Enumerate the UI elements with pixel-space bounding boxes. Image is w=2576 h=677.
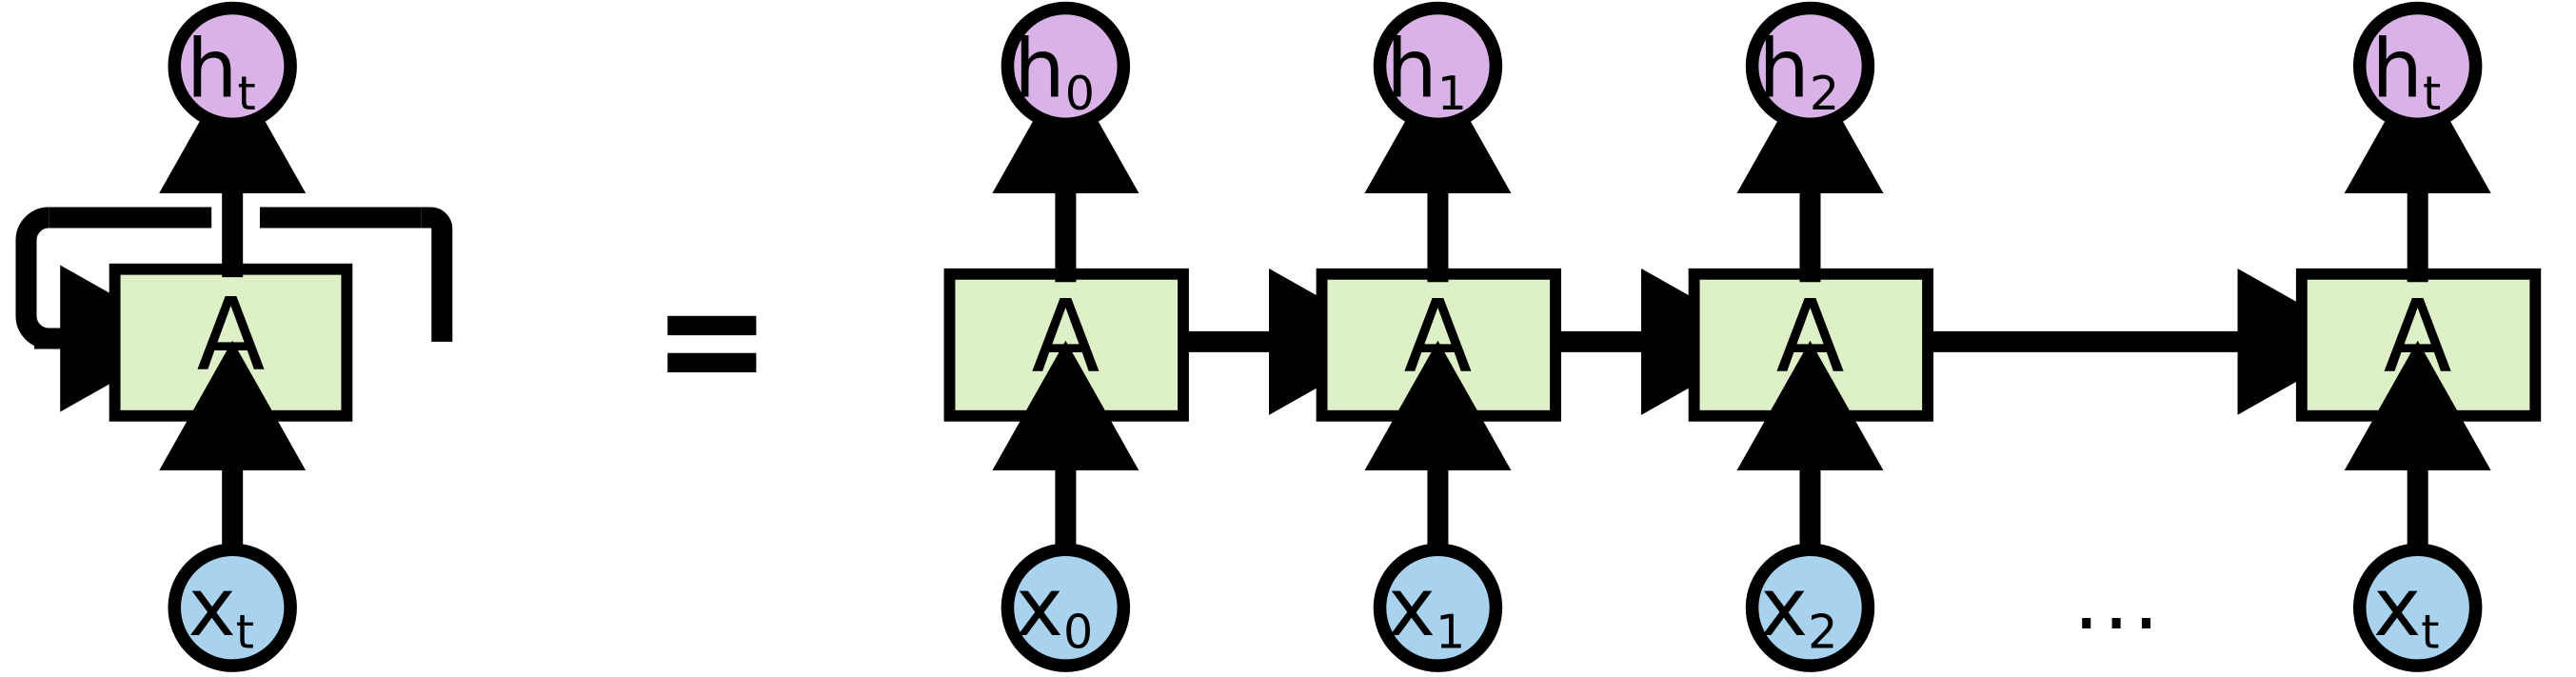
hidden-label-1: h (1386, 22, 1437, 116)
svg-text:xt: xt (2373, 560, 2439, 660)
cell-label-0: A (1031, 278, 1100, 394)
hidden-sub-2: 2 (1810, 66, 1839, 121)
input-sub-2: 2 (1808, 605, 1837, 660)
unrolled-step-t: A ht xt (2295, 1, 2542, 672)
hidden-state-node-2: h2 (1745, 1, 1875, 131)
sequence-ellipsis: ... (2073, 550, 2163, 648)
input-label-2: x (1760, 560, 1808, 654)
svg-text:h0: h0 (1014, 22, 1095, 122)
folded-input-label: x (188, 560, 236, 654)
unrolled-step-1: A h1 x1 (1316, 1, 1772, 672)
self-loop-path (15, 207, 453, 412)
svg-text:x0: x0 (1016, 560, 1093, 660)
svg-text:ht: ht (2371, 22, 2441, 122)
hidden-sub-1: 1 (1437, 66, 1467, 121)
hidden-state-node-1: h1 (1373, 1, 1503, 131)
svg-text:h1: h1 (1386, 22, 1467, 122)
folded-rnn-group: A ht xt (15, 1, 453, 672)
input-label-t: x (2373, 560, 2421, 654)
folded-hidden-state-node: ht (168, 1, 297, 131)
input-sub-0: 0 (1063, 605, 1093, 660)
folded-cell-label: A (197, 277, 266, 393)
hidden-label-2: h (1758, 22, 1810, 116)
svg-text:x2: x2 (1760, 560, 1837, 660)
folded-input-sub: t (236, 605, 254, 660)
svg-text:xt: xt (188, 560, 254, 660)
hidden-sub-0: 0 (1065, 66, 1095, 121)
input-label-1: x (1388, 560, 1436, 654)
cell-label-t: A (2384, 278, 2452, 394)
hidden-label-t: h (2371, 22, 2423, 116)
input-node-0: x0 (1001, 543, 1131, 672)
hidden-state-node-0: h0 (1001, 1, 1131, 131)
input-label-0: x (1016, 560, 1063, 654)
equals-sign (667, 315, 757, 373)
folded-hidden-sub: t (238, 66, 256, 121)
hidden-state-node-t: ht (2352, 1, 2483, 131)
hidden-sub-t: t (2423, 66, 2441, 121)
cell-label-1: A (1404, 278, 1473, 394)
input-node-t: xt (2352, 543, 2483, 672)
input-node-2: x2 (1745, 543, 1875, 672)
svg-text:ht: ht (187, 22, 256, 122)
unrolled-step-2: A h2 x2 (1688, 1, 2368, 672)
unrolled-step-0: A h0 x0 (943, 1, 1399, 672)
input-node-1: x1 (1373, 543, 1503, 672)
folded-hidden-label: h (187, 22, 238, 116)
folded-input-node: xt (168, 543, 297, 672)
hidden-label-0: h (1014, 22, 1065, 116)
input-sub-t: t (2421, 605, 2439, 660)
svg-text:x1: x1 (1388, 560, 1465, 660)
cell-label-2: A (1776, 278, 1845, 394)
svg-text:h2: h2 (1758, 22, 1839, 122)
input-sub-1: 1 (1436, 605, 1465, 660)
